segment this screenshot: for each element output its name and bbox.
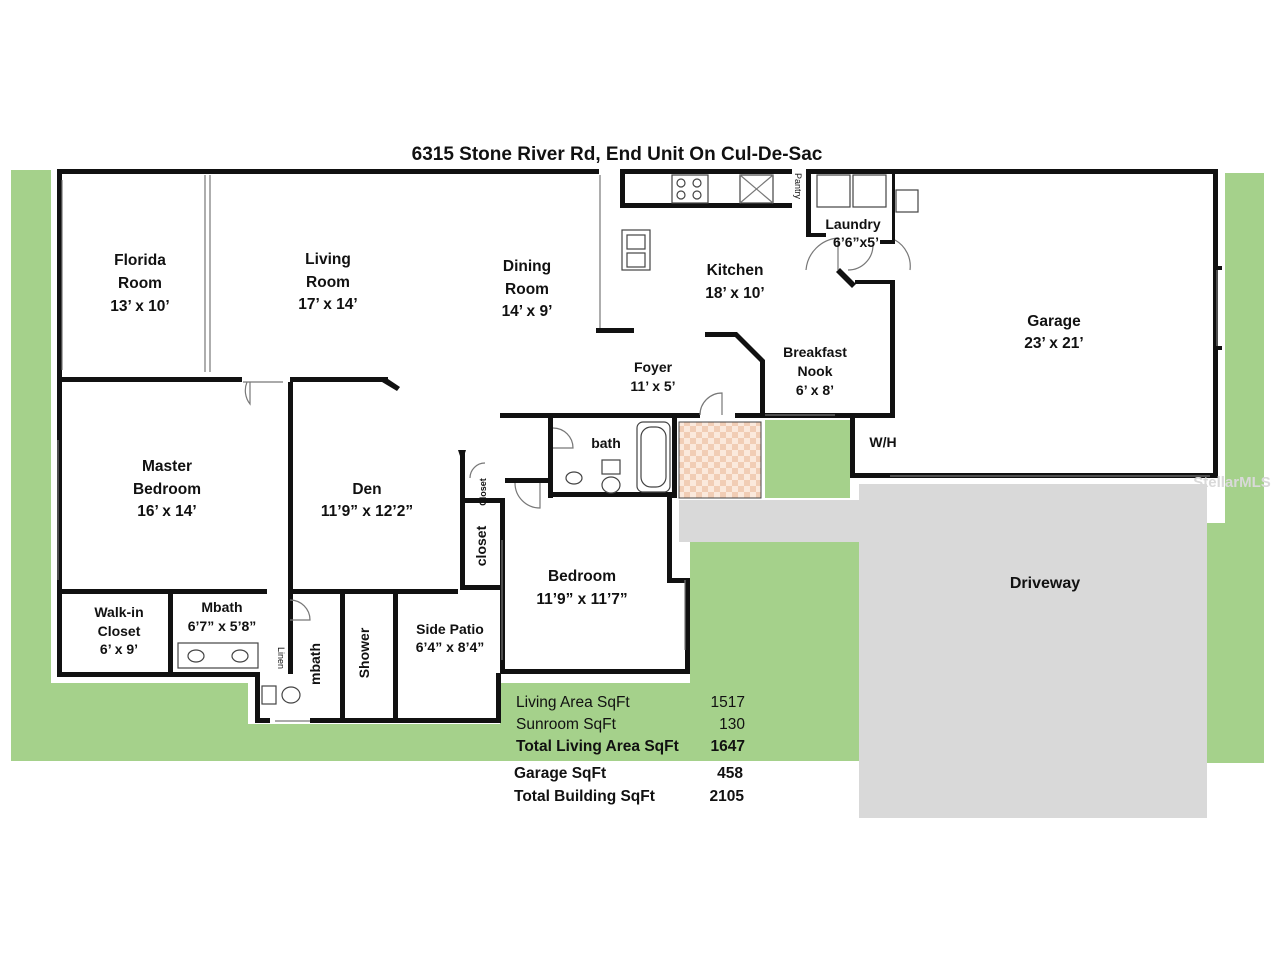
stat-row: Total Living Area SqFt 1647 bbox=[516, 738, 745, 755]
living-room-label: Living Room 17’ x 14’ bbox=[298, 251, 357, 313]
garage-label: Garage 23’ x 21’ bbox=[1024, 313, 1083, 352]
svg-text:6’4” x 8’4”: 6’4” x 8’4” bbox=[416, 639, 485, 655]
svg-text:23’ x 21’: 23’ x 21’ bbox=[1024, 335, 1083, 352]
svg-text:Garage SqFt: Garage SqFt bbox=[514, 765, 606, 782]
svg-text:Room: Room bbox=[306, 274, 350, 291]
svg-text:130: 130 bbox=[719, 716, 745, 733]
stat-row: Sunroom SqFt 130 bbox=[516, 716, 745, 733]
laundry-label: Laundry 6’6”x5’ bbox=[825, 216, 880, 250]
svg-text:2105: 2105 bbox=[710, 788, 745, 805]
fixtures bbox=[177, 174, 919, 705]
svg-text:Foyer: Foyer bbox=[634, 359, 673, 375]
svg-text:18’ x 10’: 18’ x 10’ bbox=[705, 285, 764, 302]
shower-label: Shower bbox=[356, 627, 372, 678]
sqft-table: Living Area SqFt 1517 Sunroom SqFt 130 T… bbox=[514, 694, 745, 805]
svg-text:17’ x 14’: 17’ x 14’ bbox=[298, 296, 357, 313]
driveway bbox=[679, 484, 1207, 818]
breakfast-nook-label: Breakfast Nook 6’ x 8’ bbox=[783, 344, 847, 398]
mbath-label: mbath bbox=[307, 643, 323, 685]
kitchen-label: Kitchen 18’ x 10’ bbox=[705, 262, 764, 302]
svg-text:Room: Room bbox=[118, 275, 162, 292]
svg-text:6’7” x 5’8”: 6’7” x 5’8” bbox=[188, 618, 257, 634]
windows bbox=[57, 175, 1218, 722]
svg-text:Side Patio: Side Patio bbox=[416, 621, 484, 637]
master-bedroom-label: Master Bedroom 16’ x 14’ bbox=[133, 458, 201, 520]
svg-text:Den: Den bbox=[352, 481, 381, 498]
svg-text:Kitchen: Kitchen bbox=[707, 262, 764, 279]
svg-text:Living: Living bbox=[305, 251, 351, 268]
linen-label: Linen bbox=[276, 647, 286, 669]
foyer-label: Foyer 11’ x 5’ bbox=[630, 359, 675, 394]
bath-label: bath bbox=[591, 435, 621, 451]
svg-text:Total Living Area SqFt: Total Living Area SqFt bbox=[516, 738, 679, 755]
florida-room-label: Florida Room 13’ x 10’ bbox=[110, 252, 169, 315]
svg-text:Closet: Closet bbox=[98, 623, 141, 639]
svg-text:Bedroom: Bedroom bbox=[548, 568, 616, 585]
svg-text:6’ x 9’: 6’ x 9’ bbox=[100, 641, 138, 657]
stat-row: Garage SqFt 458 bbox=[514, 765, 743, 782]
svg-text:16’ x 14’: 16’ x 14’ bbox=[137, 503, 196, 520]
svg-text:Dining: Dining bbox=[503, 258, 551, 275]
svg-text:Total Building SqFt: Total Building SqFt bbox=[514, 788, 655, 805]
closet-label: closet bbox=[473, 525, 489, 566]
svg-text:Living Area SqFt: Living Area SqFt bbox=[516, 694, 630, 711]
room-labels: Florida Room 13’ x 10’ Living Room 17’ x… bbox=[94, 173, 1083, 685]
svg-text:6’ x 8’: 6’ x 8’ bbox=[796, 382, 834, 398]
small-closet-label: Closet bbox=[478, 478, 488, 506]
side-patio-label: Side Patio 6’4” x 8’4” bbox=[416, 621, 485, 655]
walk-in-closet-label: Walk-in Closet 6’ x 9’ bbox=[94, 604, 143, 657]
pantry-label: Pantry bbox=[793, 173, 803, 200]
mbath-vanity-label: Mbath 6’7” x 5’8” bbox=[188, 599, 257, 634]
svg-text:Bedroom: Bedroom bbox=[133, 481, 201, 498]
watermark: StellarMLS bbox=[1193, 474, 1271, 491]
driveway-label: Driveway bbox=[1010, 575, 1080, 592]
svg-text:Room: Room bbox=[505, 281, 549, 298]
svg-text:Nook: Nook bbox=[798, 363, 833, 379]
svg-text:11’9” x 12’2”: 11’9” x 12’2” bbox=[321, 503, 413, 520]
dining-room-label: Dining Room 14’ x 9’ bbox=[502, 258, 553, 320]
svg-text:Breakfast: Breakfast bbox=[783, 344, 847, 360]
svg-text:Garage: Garage bbox=[1027, 313, 1081, 330]
stat-row: Total Building SqFt 2105 bbox=[514, 788, 744, 805]
svg-text:458: 458 bbox=[717, 765, 743, 782]
svg-text:13’ x 10’: 13’ x 10’ bbox=[110, 298, 169, 315]
svg-text:11’ x 5’: 11’ x 5’ bbox=[630, 378, 675, 394]
svg-text:Laundry: Laundry bbox=[825, 216, 880, 232]
svg-text:6’6”x5’: 6’6”x5’ bbox=[833, 234, 879, 250]
stat-row: Living Area SqFt 1517 bbox=[516, 694, 745, 711]
svg-text:Walk-in: Walk-in bbox=[94, 604, 143, 620]
svg-text:Florida: Florida bbox=[114, 252, 166, 269]
svg-text:14’ x 9’: 14’ x 9’ bbox=[502, 303, 553, 320]
svg-text:Sunroom SqFt: Sunroom SqFt bbox=[516, 716, 617, 733]
water-heater-label: W/H bbox=[869, 434, 896, 450]
svg-text:Mbath: Mbath bbox=[201, 599, 242, 615]
svg-text:11’9” x 11’7”: 11’9” x 11’7” bbox=[536, 591, 627, 608]
bedroom-label: Bedroom 11’9” x 11’7” bbox=[536, 568, 627, 608]
doors bbox=[243, 237, 911, 621]
den-label: Den 11’9” x 12’2” bbox=[321, 481, 413, 520]
plan-title: 6315 Stone River Rd, End Unit On Cul-De-… bbox=[412, 144, 823, 165]
svg-text:Master: Master bbox=[142, 458, 192, 475]
svg-text:1647: 1647 bbox=[711, 738, 745, 755]
svg-text:1517: 1517 bbox=[711, 694, 745, 711]
entry-tile bbox=[678, 421, 762, 499]
lawn bbox=[11, 170, 1264, 763]
